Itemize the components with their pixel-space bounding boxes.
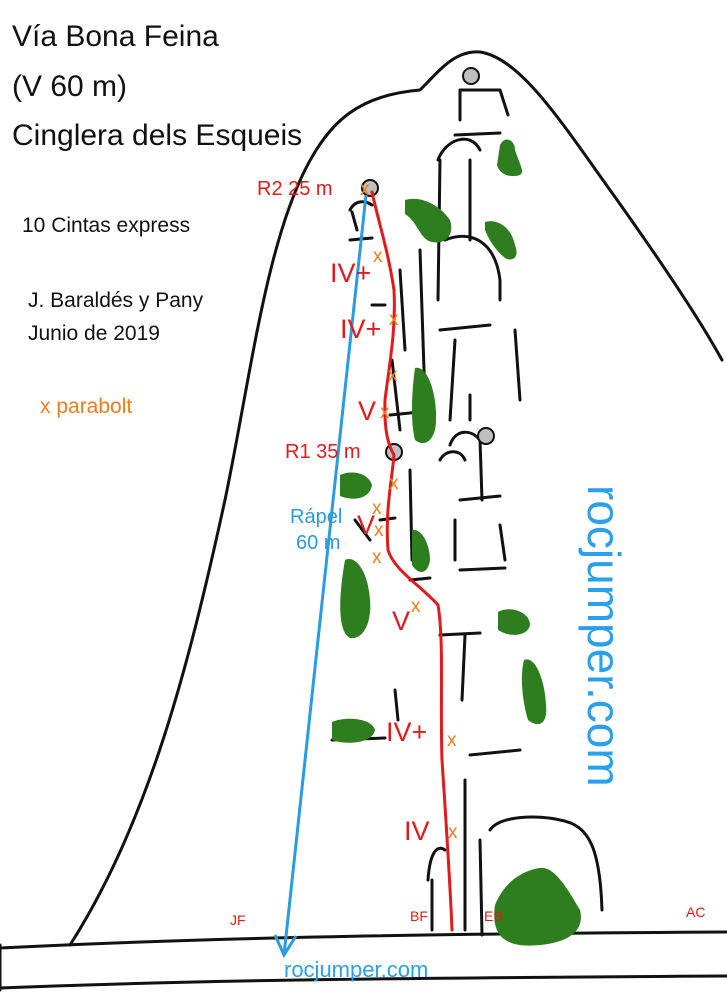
rappel-arrow <box>273 194 368 959</box>
authors-info: J. Baraldés y Pany <box>28 289 204 312</box>
rock-outline <box>0 50 727 992</box>
bolt-marker: x <box>372 547 382 568</box>
summit-anchor <box>462 67 480 85</box>
date-info: Junio de 2019 <box>28 322 160 345</box>
pitch-grades: IV+ IV+ V V V IV+ IV <box>330 258 430 846</box>
footer-link: rocjumper.com <box>284 957 428 982</box>
bolt-marker: x <box>373 246 383 267</box>
relay-1-label: R1 35 m <box>285 441 361 463</box>
grade-label: V <box>392 606 410 636</box>
grade-label: IV+ <box>340 314 381 344</box>
bolt-marker: x <box>389 473 399 494</box>
side-anchor <box>477 427 495 445</box>
sector-label: AC <box>686 904 705 920</box>
title-line-2: (V 60 m) <box>12 70 127 103</box>
bolt-marker: x <box>360 179 370 200</box>
sector-label: EB <box>484 908 503 924</box>
sector-label: BF <box>410 908 428 924</box>
grade-label: V <box>357 510 375 540</box>
quickdraws-info: 10 Cintas express <box>22 214 190 237</box>
bolt-marker: x <box>374 520 384 541</box>
title-line-3: Cinglera dels Esqueis <box>12 119 302 152</box>
bolt-marker: x <box>411 596 421 617</box>
bolt-marker: x <box>388 365 398 386</box>
bolt-markers: x x x x x x x x x x x x <box>360 179 458 843</box>
bolt-marker: x <box>380 402 390 423</box>
relay-2-anchor <box>361 179 379 197</box>
grade-label: IV+ <box>330 258 371 288</box>
bolt-marker: x <box>447 730 457 751</box>
relay-2-label: R2 25 m <box>257 178 333 200</box>
bolt-marker: x <box>448 822 458 843</box>
title-line-1: Vía Bona Feina <box>12 20 219 53</box>
route-line <box>370 190 454 932</box>
grade-label: V <box>358 396 376 426</box>
bolt-marker: x <box>372 498 382 519</box>
sector-labels: JF BF EB AC <box>230 904 705 928</box>
rappel-label: Rápel <box>290 506 342 528</box>
sector-label: JF <box>230 912 246 928</box>
grade-label: IV+ <box>386 717 427 747</box>
bolt-legend: x parabolt <box>40 395 132 418</box>
watermark: rocjumper.com <box>578 485 630 787</box>
rappel-length: 60 m <box>296 532 340 554</box>
grade-label: IV <box>404 816 430 846</box>
bolt-marker: x <box>389 309 399 330</box>
vegetation <box>332 139 581 946</box>
